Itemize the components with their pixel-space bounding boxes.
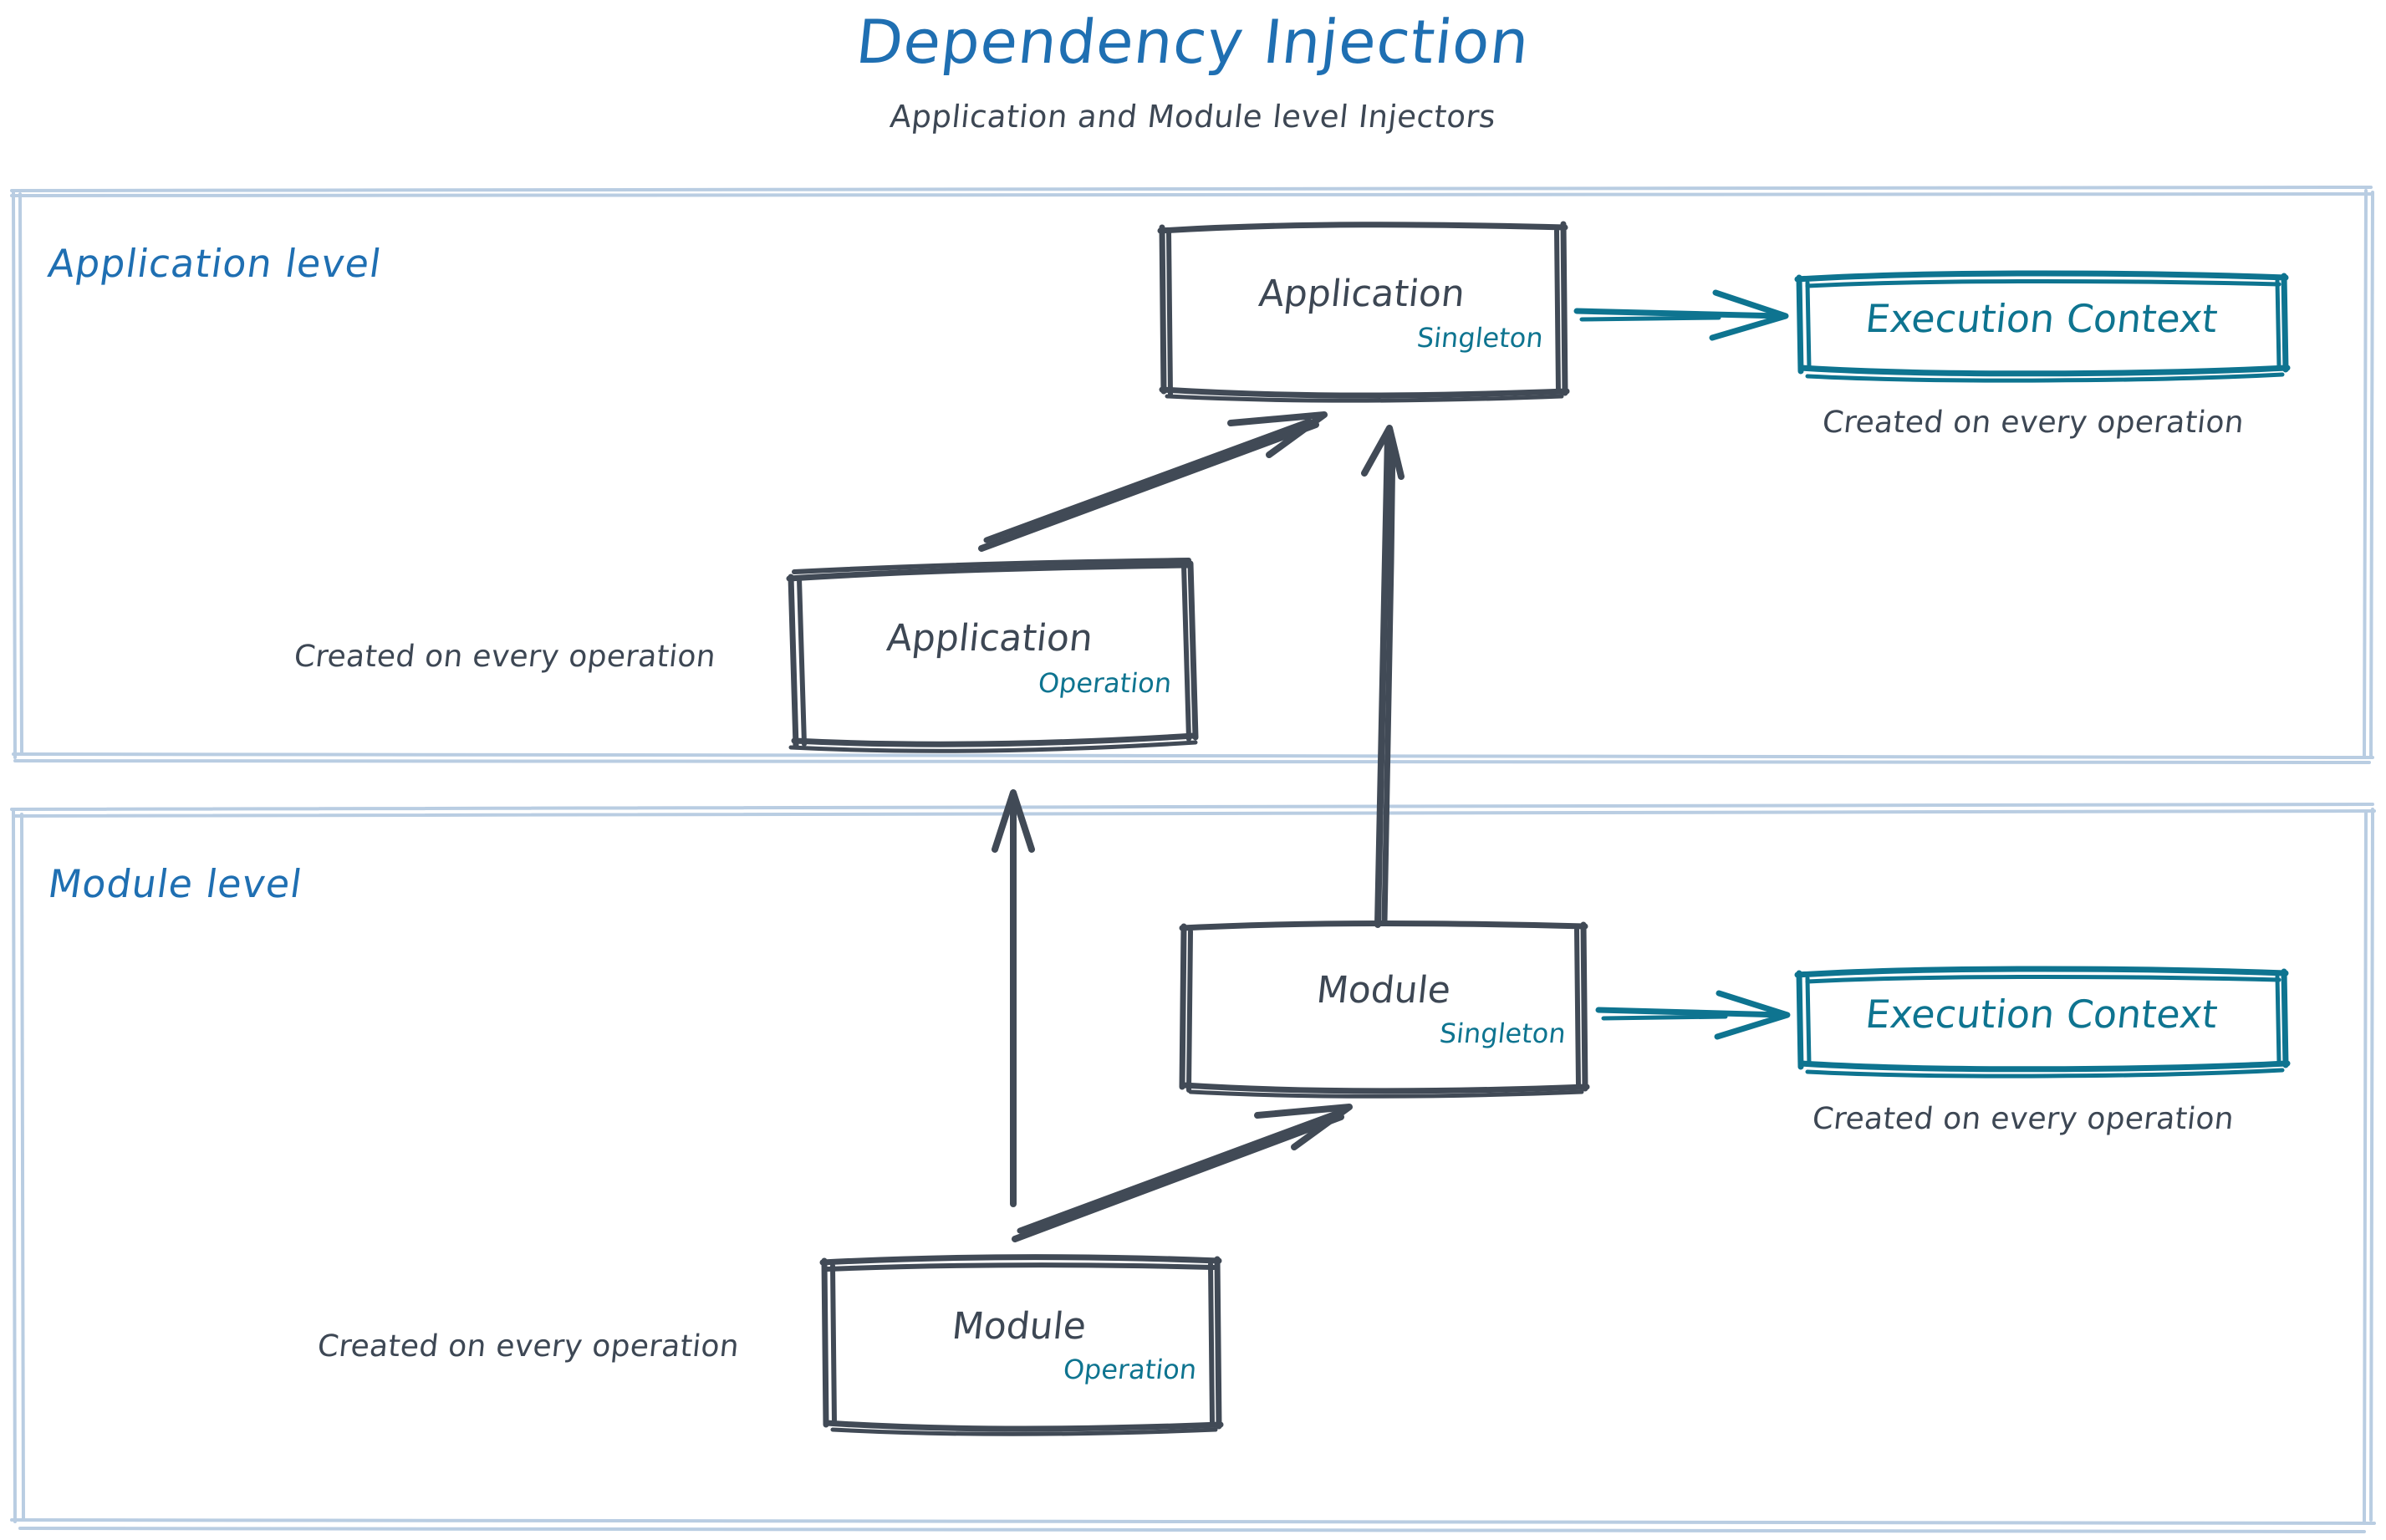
- caption-application-operation: Created on every operation: [292, 640, 718, 674]
- node-module-operation[interactable]: Module Operation: [823, 1258, 1215, 1425]
- caption-execution-context-module: Created on every operation: [1810, 1102, 2236, 1136]
- node-module-operation-scope: Operation: [1061, 1354, 1198, 1385]
- node-application-operation[interactable]: Application Operation: [790, 569, 1190, 742]
- caption-execution-context-application: Created on every operation: [1820, 405, 2246, 440]
- page-subtitle: Application and Module level Injectors: [888, 99, 1498, 135]
- node-execution-context-module-label: Execution Context: [1863, 992, 2220, 1037]
- node-module-singleton[interactable]: Module Singleton: [1183, 924, 1584, 1089]
- node-module-singleton-scope: Singleton: [1438, 1017, 1568, 1049]
- node-module-operation-label: Module: [950, 1305, 1088, 1348]
- node-application-singleton-scope: Singleton: [1415, 322, 1545, 354]
- node-application-operation-scope: Operation: [1036, 667, 1173, 699]
- node-module-singleton-label: Module: [1314, 969, 1453, 1012]
- node-execution-context-application-label: Execution Context: [1863, 296, 2220, 341]
- caption-module-operation: Created on every operation: [315, 1329, 742, 1364]
- node-application-operation-label: Application: [885, 617, 1095, 660]
- lane-module-level-label: Module level: [45, 861, 306, 906]
- node-application-singleton-label: Application: [1257, 273, 1467, 315]
- node-execution-context-application[interactable]: Execution Context: [1799, 274, 2284, 373]
- page-title: Dependency Injection: [853, 7, 1533, 77]
- lane-application-level-label: Application level: [45, 241, 385, 286]
- node-execution-context-module[interactable]: Execution Context: [1799, 970, 2284, 1068]
- node-application-singleton[interactable]: Application Singleton: [1162, 226, 1562, 393]
